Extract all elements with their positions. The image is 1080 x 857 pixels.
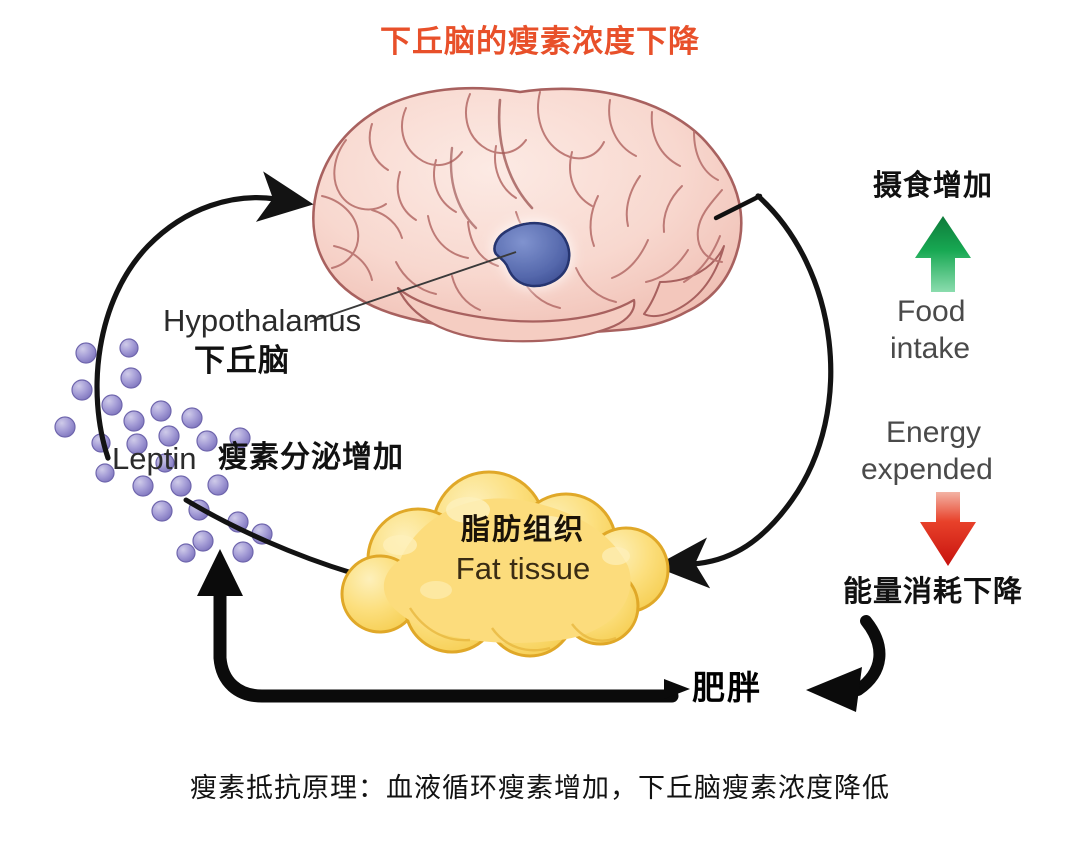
leptin-label-cn: 瘦素分泌增加: [218, 441, 404, 474]
hypothalamus-label-en: Hypothalamus: [163, 303, 362, 338]
red-down-arrow: [920, 492, 976, 566]
fat-tissue-label-en: Fat tissue: [455, 551, 591, 586]
brain-to-fat-arrow: [654, 193, 834, 589]
food-intake-label-en-line1: Food: [897, 295, 966, 328]
energy-to-obesity-arrow: [806, 615, 886, 712]
food-intake-label-cn: 摄食增加: [873, 170, 994, 202]
energy-expended-label-en-line1: Energy: [886, 416, 982, 449]
hypothalamus-label-cn: 下丘脑: [194, 343, 290, 378]
leptin-to-brain-arrow: [94, 171, 314, 461]
green-up-arrow: [915, 216, 971, 292]
energy-expended-label-en-line2: expended: [861, 453, 993, 486]
hypothalamus-region: [493, 221, 571, 288]
fat-to-leptin-arrow: [183, 497, 355, 576]
leptin-label-en: Leptin: [112, 441, 197, 476]
obesity-label-cn: 肥胖: [692, 669, 762, 706]
diagram-title: 下丘脑的瘦素浓度下降: [380, 24, 700, 59]
energy-expended-label-cn: 能量消耗下降: [843, 576, 1024, 608]
fat-tissue-label-cn: 脂肪组织: [460, 514, 585, 546]
brain-illustration: [309, 86, 763, 343]
leptin-particles: [54, 338, 273, 563]
diagram-caption: 瘦素抵抗原理：血液循环瘦素增加，下丘脑瘦素浓度降低: [190, 773, 890, 803]
obesity-feedback-arrow: [197, 549, 690, 703]
fat-tissue-cloud: [340, 470, 670, 658]
food-intake-label-en-line2: intake: [890, 332, 971, 365]
